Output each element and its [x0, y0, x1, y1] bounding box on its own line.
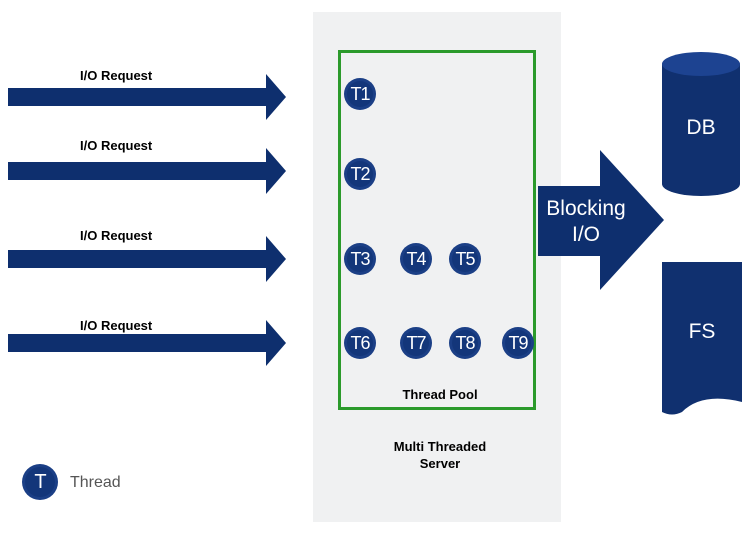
- blocking-io-arrow: [538, 150, 664, 290]
- thread-label: T7: [406, 333, 426, 353]
- request-label: I/O Request: [80, 228, 153, 243]
- legend-label: Thread: [70, 474, 121, 491]
- legend-thread-icon: T: [22, 464, 58, 500]
- thread-label: T5: [455, 249, 475, 269]
- blocking-io-line2: I/O: [571, 223, 600, 246]
- thread-pool-box: [338, 50, 536, 410]
- thread-token: T2: [344, 158, 376, 190]
- thread-token: T1: [344, 78, 376, 110]
- thread-token: T3: [344, 243, 376, 275]
- request-arrow: [8, 74, 286, 120]
- legend-token-label: T: [34, 471, 46, 493]
- fs-label: FS: [688, 320, 716, 343]
- request-arrow: [8, 148, 286, 194]
- thread-label: T8: [455, 333, 475, 353]
- server-label-line1: Multi Threaded: [393, 439, 487, 454]
- db-label: DB: [686, 116, 716, 139]
- thread-label: T4: [406, 249, 426, 269]
- database-icon: [662, 52, 740, 196]
- file-system-icon: [662, 262, 742, 415]
- thread-token: T7: [400, 327, 432, 359]
- thread-label: T2: [350, 164, 370, 184]
- server-label: Multi Threaded Server: [313, 438, 567, 472]
- thread-pool-label: Thread Pool: [402, 387, 478, 402]
- thread-token: T4: [400, 243, 432, 275]
- blocking-io-label: Blocking I/O: [538, 196, 634, 248]
- request-label: I/O Request: [80, 68, 153, 83]
- thread-label: T3: [350, 249, 370, 269]
- request-arrow: [8, 236, 286, 282]
- request-arrow: [8, 320, 286, 366]
- thread-token: T5: [449, 243, 481, 275]
- thread-token: T8: [449, 327, 481, 359]
- blocking-io-line1: Blocking: [546, 197, 626, 220]
- thread-label: T9: [508, 333, 528, 353]
- thread-token: T9: [502, 327, 534, 359]
- thread-label: T6: [350, 333, 370, 353]
- thread-label: T1: [350, 84, 370, 104]
- request-label: I/O Request: [80, 138, 153, 153]
- thread-token: T6: [344, 327, 376, 359]
- server-label-line2: Server: [419, 456, 461, 471]
- request-label: I/O Request: [80, 318, 153, 333]
